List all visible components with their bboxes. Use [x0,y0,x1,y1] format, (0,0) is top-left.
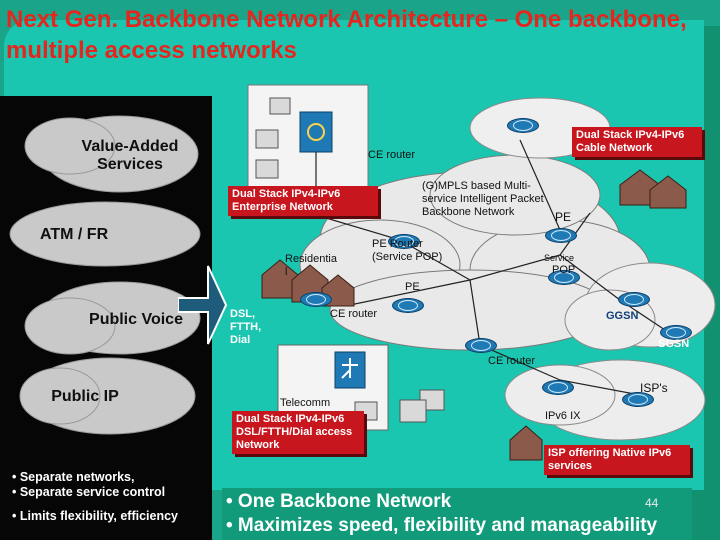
residential-label: Residentia l [285,253,355,279]
dsl-label-line: Dial [230,334,251,346]
isp-cloud [504,359,706,441]
router-icon [300,292,332,307]
ipv6-ix-label: IPv6 IX [545,410,581,422]
cable-network-callout: Dual Stack IPv4-IPv6 Cable Network [572,127,702,157]
houses-top-right [619,169,687,209]
router-icon [622,392,654,407]
router-icon [548,270,580,285]
router-icon [545,228,577,243]
houses-isp [509,425,543,461]
telecomm-label: Telecomm [280,397,331,409]
slide-title: Next Gen. Backbone Network Architecture … [6,6,687,64]
residential-label-b: l [285,266,288,278]
summary-line-1: • One Backbone Network [226,491,452,512]
router-icon [618,292,650,307]
legacy-clouds [9,115,201,435]
sgsn-label: SGSN [658,338,690,350]
router-icon [392,298,424,313]
enterprise-switch-hub [307,123,325,141]
cloud-label-public-ip: Public IP [51,388,119,405]
residential-label-a: Residentia [285,253,337,265]
pe-label-mid: PE [405,281,420,293]
service-label: Service [544,253,575,263]
bullet: • Separate networks, [12,470,135,484]
cloud-label-public-voice: Public Voice [89,311,183,328]
ce-router-label-top: CE router [368,149,416,161]
legacy-bullets: • Separate networks, • Separate service … [12,470,212,524]
pe-router-label: PE Router (Service POP) [372,238,443,263]
cloud-label-value-added: Value-Added Services [81,138,179,173]
summary-line-2: • Maximizes speed, flexibility and manag… [226,515,658,536]
dsl-label-line: DSL, [230,308,256,320]
router-icon [660,325,692,340]
isp-native-ipv6-callout: ISP offering Native IPv6 services [544,445,690,475]
dsl-access-label: DSL, FTTH, Dial [230,308,261,347]
bullet: • Separate service control [12,485,166,499]
bullet: • Limits flexibility, efficiency [12,509,178,523]
backbone-label: (G)MPLS based Multi-service Intelligent … [422,180,544,218]
enterprise-network-callout: Dual Stack IPv4-IPv6 Enterprise Network [228,186,378,216]
ce-router-label-low: CE router [488,355,536,367]
router-icon [465,338,497,353]
legacy-networks-panel: Value-Added Services ATM / FR Public Voi… [0,96,212,540]
ce-router-label-mid: CE router [330,308,378,320]
computers-enterprise [255,97,291,179]
switch-arrows [341,358,358,379]
page-number: 44 [645,496,659,510]
dsl-label-line: FTTH, [230,321,262,333]
enterprise-switch [299,111,333,153]
cloud-label-atm-fr: ATM / FR [40,226,109,243]
isps-label: ISP's [640,381,668,395]
computers-low [354,389,445,423]
pe-label-right: PE [555,210,572,224]
telecomm-network-callout: Dual Stack IPv4-IPv6 DSL/FTTH/Dial acces… [232,411,364,454]
pop-label: POP [552,264,576,276]
router-icon [507,118,539,133]
arrow-icon [178,265,228,345]
summary-bar: • One Backbone Network • Maximizes speed… [222,488,692,540]
router-icon [542,380,574,395]
router-icon [388,234,420,249]
ggsn-label: GGSN [606,310,639,322]
